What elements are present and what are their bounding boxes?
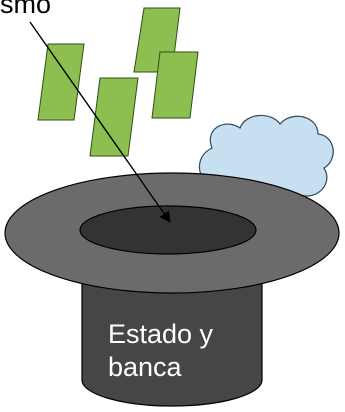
arrow [29,21,171,223]
money-bill-1 [37,43,85,121]
hat-label-line-2: banca [108,352,182,382]
hat-opening [79,205,257,255]
money-bill-3 [151,51,199,119]
hat-label: Estado y banca [108,318,258,384]
money-bill-4 [89,77,139,157]
hat-label-line-1: Estado y [108,319,214,349]
top-label: smo [0,0,52,19]
